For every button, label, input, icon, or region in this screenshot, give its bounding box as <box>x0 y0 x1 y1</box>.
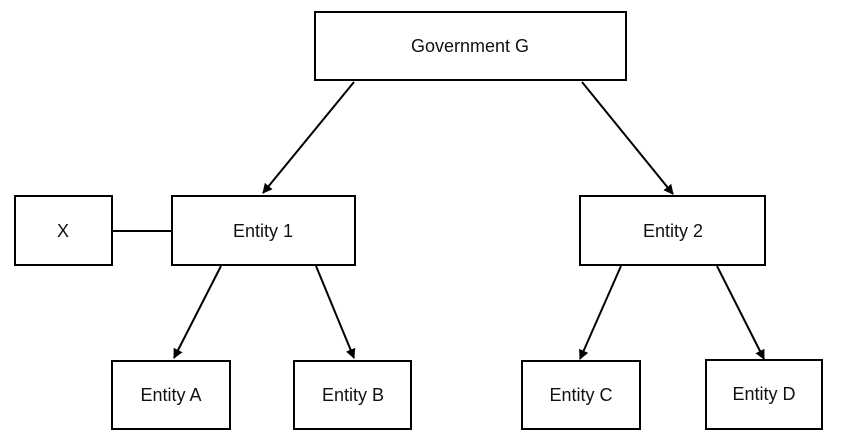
edge-entity-1-to-entity-b <box>315 265 356 359</box>
node-entity-a: Entity A <box>111 360 231 430</box>
node-entity-b-label: Entity B <box>322 385 384 405</box>
edge-entity-2-to-entity-d <box>716 265 765 360</box>
node-entity-2: Entity 2 <box>579 195 766 266</box>
edge-entity-2-to-entity-c <box>579 265 622 360</box>
node-entity-c: Entity C <box>521 360 641 430</box>
node-government-g-label: Government G <box>411 36 529 56</box>
node-entity-1: Entity 1 <box>171 195 356 266</box>
node-government-g: Government G <box>314 11 627 81</box>
node-entity-c-label: Entity C <box>549 385 612 405</box>
node-entity-1-label: Entity 1 <box>233 221 293 241</box>
node-entity-d: Entity D <box>705 359 823 430</box>
node-x: X <box>14 195 113 266</box>
node-entity-a-label: Entity A <box>140 385 201 405</box>
edge-entity-1-to-entity-a <box>173 265 222 359</box>
node-entity-2-label: Entity 2 <box>643 221 703 241</box>
edge-government-to-entity-1 <box>262 81 355 194</box>
node-entity-b: Entity B <box>293 360 412 430</box>
edge-government-to-entity-2 <box>581 81 674 195</box>
node-x-label: X <box>57 221 69 241</box>
node-entity-d-label: Entity D <box>732 384 795 404</box>
